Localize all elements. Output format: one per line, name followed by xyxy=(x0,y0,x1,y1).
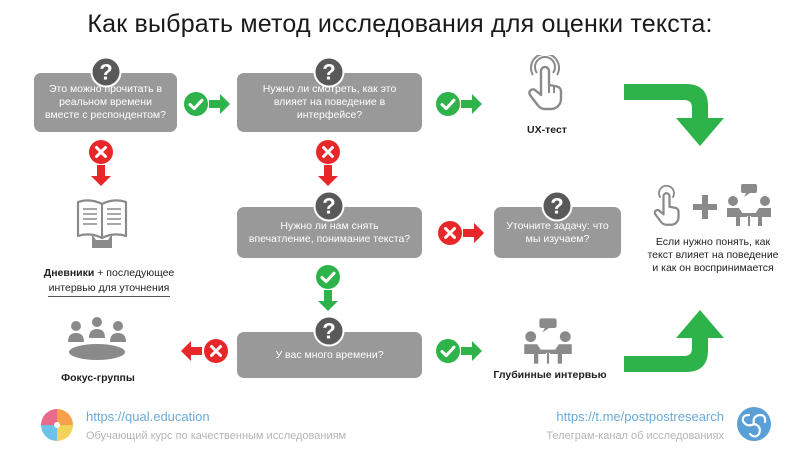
qual-education-logo xyxy=(41,409,73,441)
tap-hand-icon xyxy=(653,184,680,226)
qual-education-link[interactable]: https://qual.education xyxy=(86,409,210,424)
check-circle-icon xyxy=(435,91,461,117)
check-circle-icon xyxy=(435,338,461,364)
check-circle-icon xyxy=(183,91,209,117)
interview-dialog-icon xyxy=(524,318,572,364)
telegram-channel-link[interactable]: https://t.me/postpostresearch xyxy=(556,409,724,424)
diaries-bold: Дневники xyxy=(43,267,95,279)
diaries-rest: + последующее xyxy=(94,267,175,279)
cross-circle-icon xyxy=(88,139,114,165)
combo-line-2: текст влияет на поведение xyxy=(647,249,779,261)
postpostresearch-logo xyxy=(737,407,771,441)
diaries-line-1: Дневники + последующее xyxy=(24,266,194,281)
telegram-channel-caption: Телеграм-канал об исследованиях xyxy=(546,430,724,442)
combo-line-1: Если нужно понять, как xyxy=(655,236,771,248)
ux-test-label: UX-тест xyxy=(527,124,567,136)
arrow-down-icon xyxy=(90,165,112,187)
bent-arrow-up-icon xyxy=(624,310,724,372)
qual-education-caption: Обучающий курс по качественным исследова… xyxy=(86,430,347,442)
arrow-right-icon xyxy=(461,93,483,115)
question-circle-icon xyxy=(541,190,573,222)
arrow-right-icon xyxy=(461,340,483,362)
arrow-right-icon xyxy=(209,93,231,115)
group-meeting-icon xyxy=(68,317,126,360)
arrow-down-icon xyxy=(317,165,339,187)
page-title: Как выбрать метод исследования для оценк… xyxy=(87,10,713,38)
question-impression-text: Нужно ли нам снять впечатление, понимани… xyxy=(248,219,411,245)
tap-hand-icon xyxy=(528,55,563,111)
clarify-task-text: Уточните задачу: что мы изучаем? xyxy=(506,219,609,245)
question-time-text: У вас много времени? xyxy=(275,348,384,361)
diaries-line-2: интервью для уточнения xyxy=(48,282,170,294)
combo-description: Если нужно понять, как текст влияет на п… xyxy=(638,236,788,275)
bent-arrow-down-icon xyxy=(624,84,724,146)
plus-icon xyxy=(693,195,717,219)
question-behavior-text: Нужно ли смотреть, как это влияет на пов… xyxy=(262,83,397,121)
arrow-right-red-overlay xyxy=(463,222,485,244)
arrow-left-icon xyxy=(180,340,202,362)
check-circle-icon xyxy=(315,264,341,290)
arrow-down-icon xyxy=(317,290,339,312)
cross-circle-icon xyxy=(315,139,341,165)
diaries-underline xyxy=(48,296,170,297)
question-circle-icon xyxy=(313,190,345,222)
interview-dialog-icon xyxy=(727,184,771,226)
focus-groups-label: Фокус-группы xyxy=(61,372,135,384)
in-depth-interview-label: Глубинные интервью xyxy=(493,369,607,381)
cross-circle-icon xyxy=(203,338,229,364)
diaries-label: Дневники + последующее интервью для уточ… xyxy=(24,266,194,296)
open-book-hand-icon xyxy=(76,199,128,248)
question-circle-icon xyxy=(90,56,122,88)
question-box-behavior: Нужно ли смотреть, как это влияет на пов… xyxy=(237,73,422,132)
cross-circle-icon xyxy=(437,220,463,246)
question-circle-icon xyxy=(313,315,345,347)
question-realtime-text: Это можно прочитать в реальном времени в… xyxy=(45,83,166,121)
question-circle-icon xyxy=(313,56,345,88)
combo-line-3: и как он воспринимается xyxy=(652,262,774,274)
